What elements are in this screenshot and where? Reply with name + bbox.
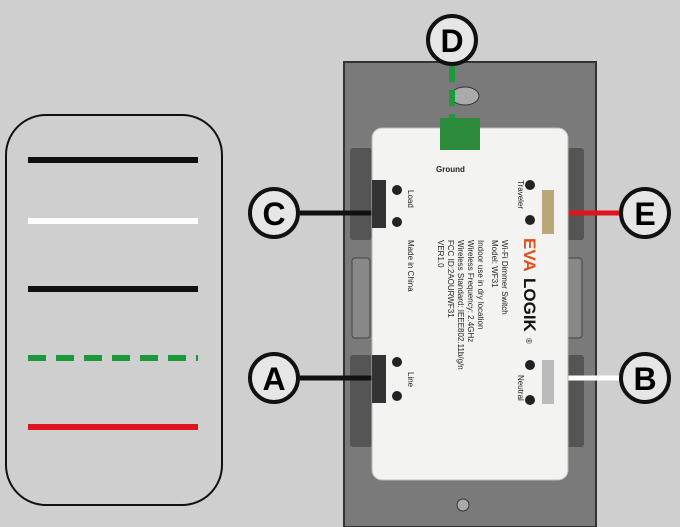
terminal-label-load: Load bbox=[406, 190, 415, 208]
svg-text:LOGIK: LOGIK bbox=[520, 278, 539, 333]
svg-text:C: C bbox=[262, 196, 285, 232]
svg-text:Wi-Fi Dimmer Switch: Wi-Fi Dimmer Switch bbox=[500, 240, 509, 315]
svg-text:®: ® bbox=[524, 338, 533, 344]
svg-text:B: B bbox=[633, 361, 656, 397]
label-d: D bbox=[426, 14, 478, 66]
made-in-label: Made in China bbox=[406, 240, 415, 292]
spec-text: Wi-Fi Dimmer Switch Model: WF31 Indoor u… bbox=[436, 240, 509, 370]
svg-text:E: E bbox=[634, 196, 655, 232]
svg-text:A: A bbox=[262, 361, 285, 397]
label-c: C bbox=[248, 187, 300, 239]
terminal-label-neutral: Neutral bbox=[516, 375, 525, 401]
plate-screw-top bbox=[450, 86, 480, 106]
svg-text:FCC ID:2AOURWF31: FCC ID:2AOURWF31 bbox=[446, 240, 455, 318]
terminal-label-traveler: Traveler bbox=[516, 180, 525, 209]
label-e: E bbox=[619, 187, 671, 239]
svg-text:VER1.0: VER1.0 bbox=[436, 240, 445, 268]
plate-screw-small bbox=[456, 498, 470, 512]
ground-terminal bbox=[440, 118, 480, 150]
svg-text:Wireless Standard: IEEE802.11b: Wireless Standard: IEEE802.11b/g/n bbox=[456, 240, 465, 370]
svg-text:EVA: EVA bbox=[520, 238, 539, 272]
label-a: A bbox=[248, 352, 300, 404]
svg-text:Wireless Frequency: 2.4GHz: Wireless Frequency: 2.4GHz bbox=[466, 240, 475, 342]
wire-legend-panel bbox=[5, 114, 223, 506]
svg-text:D: D bbox=[440, 23, 463, 59]
terminal-label-ground: Ground bbox=[436, 165, 465, 174]
svg-text:Model: WF31: Model: WF31 bbox=[490, 240, 499, 288]
brand-logo: EVA LOGIK ® bbox=[520, 238, 539, 344]
terminal-label-line: Line bbox=[406, 372, 415, 388]
svg-text:Indoor use in dry location: Indoor use in dry location bbox=[476, 240, 485, 329]
label-b: B bbox=[619, 352, 671, 404]
